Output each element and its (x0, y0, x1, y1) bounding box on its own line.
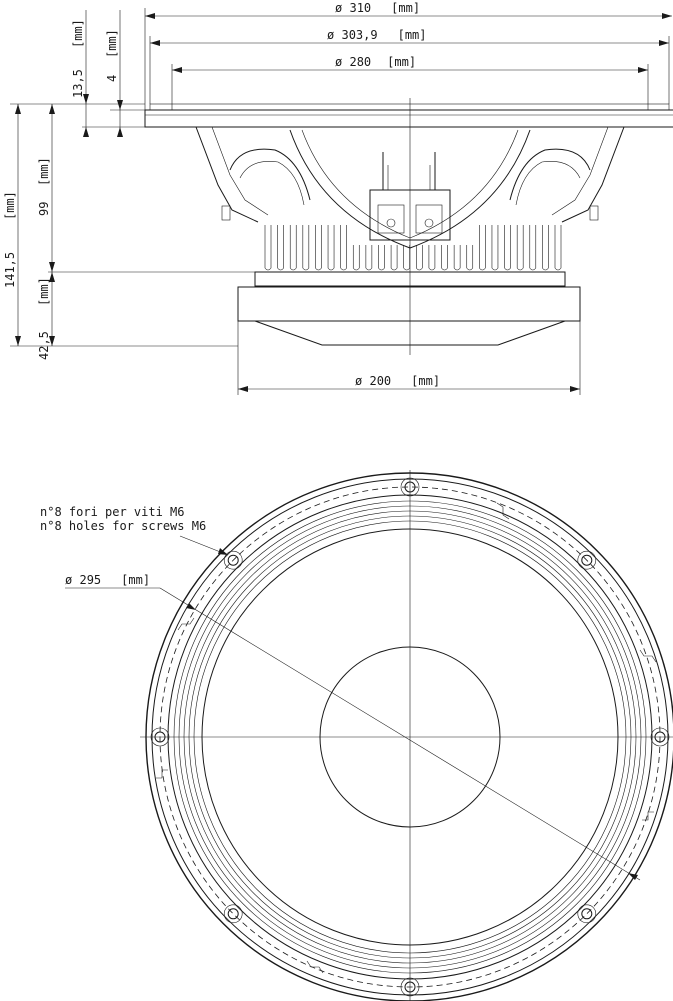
mounting-hole (227, 554, 239, 566)
basket-window-left-inner (239, 161, 305, 206)
cooling-fin (504, 225, 511, 271)
mounting-hole-boss (577, 904, 597, 924)
label-magnet-depth: 42,5 (37, 331, 51, 360)
mounting-hole-boss (400, 477, 420, 497)
cooling-fins (264, 225, 562, 271)
label-flange-thickness: 4 (105, 75, 119, 82)
label-basket-depth-unit: [mm] (37, 157, 51, 186)
mounting-hole-boss (577, 550, 597, 570)
label-flange-thickness-unit: [mm] (105, 29, 119, 58)
cooling-fin (340, 225, 347, 271)
cooling-fin (302, 225, 310, 271)
tab-left (221, 205, 231, 221)
cooling-fin (441, 245, 448, 271)
label-total-depth-unit: [mm] (3, 191, 17, 220)
label-flange-height: 13,5 (71, 69, 85, 98)
cooling-fin (466, 245, 474, 271)
notch-right-upper (639, 649, 657, 663)
mounting-hole-boss (150, 727, 170, 747)
flange-outline (144, 109, 673, 128)
gasket-outline (149, 103, 670, 111)
label-295: ø 295[mm] (65, 573, 150, 587)
front-view: n°8 fori per viti M6 n°8 holes for screw… (40, 470, 673, 1001)
magnet-top-plate (254, 271, 566, 287)
basket-window-right (509, 148, 591, 201)
mounting-hole (581, 554, 593, 566)
terminal-left-screw (386, 218, 396, 228)
cooling-fin (277, 225, 284, 271)
cooling-fin (289, 225, 297, 271)
mounting-holes (150, 477, 670, 997)
mounting-hole-boss (400, 977, 420, 997)
mounting-hole (654, 731, 666, 743)
cooling-fin (491, 225, 499, 271)
mounting-hole-boss (650, 727, 670, 747)
holes-note-italian: n°8 fori per viti M6 (40, 505, 185, 519)
dim-arrows-flange-height (83, 94, 89, 137)
label-basket-depth: 99 (37, 202, 51, 216)
terminal-right (415, 204, 443, 234)
basket-right-inner (551, 126, 609, 216)
terminal-block (369, 152, 451, 241)
notch-top-right (496, 502, 510, 520)
terminal-housing (369, 189, 451, 241)
basket-window-left (229, 148, 311, 201)
holes-note-arrow (218, 548, 228, 555)
dim-arrows-flange-thickness (117, 100, 123, 137)
cooling-fin (390, 245, 398, 271)
cooling-fin (479, 225, 486, 271)
notch-left-upper (177, 617, 195, 631)
basket-window-right-inner (515, 161, 581, 206)
cooling-fin (428, 245, 436, 271)
label-200: ø 200[mm] (355, 374, 440, 388)
label-flange-height-unit: [mm] (71, 19, 85, 48)
label-303-9: ø 303,9[mm] (327, 28, 427, 42)
mounting-hole (404, 981, 416, 993)
notch-left-lower (156, 769, 168, 779)
cooling-fin (365, 245, 373, 271)
d295-diameter-line (159, 587, 641, 881)
cooling-fin (352, 245, 360, 271)
cone-profile (289, 129, 531, 249)
label-total-depth: 141,5 (3, 252, 17, 288)
basket-left-outer (195, 126, 259, 223)
cooling-fin (416, 245, 423, 271)
cooling-fin (403, 245, 410, 271)
mounting-hole (154, 731, 166, 743)
mounting-hole (404, 481, 416, 493)
cooling-fin (542, 225, 549, 271)
side-view: ø 310[mm] ø 303,9[mm] ø 280[mm] ø 200[mm… (3, 1, 673, 395)
label-magnet-depth-unit: [mm] (37, 277, 51, 306)
cooling-fin (264, 225, 272, 271)
cooling-fin (453, 245, 461, 271)
holes-note-english: n°8 holes for screws M6 (40, 519, 206, 533)
magnet-body (237, 286, 581, 322)
terminal-right-screw (424, 218, 434, 228)
notch-right-lower (642, 811, 654, 821)
label-310: ø 310[mm] (335, 1, 420, 15)
cooling-fin (516, 225, 524, 271)
cone-profile-inner (301, 129, 519, 239)
cooling-fin (315, 225, 322, 271)
cooling-fin (378, 245, 385, 271)
mounting-hole-boss (223, 550, 243, 570)
mounting-hole-boss (223, 904, 243, 924)
cooling-fin (529, 225, 537, 271)
basket-left-inner (211, 126, 269, 216)
mounting-hole (227, 908, 239, 920)
notch-bottom-left (306, 960, 324, 974)
tab-right (589, 205, 599, 221)
label-280: ø 280[mm] (335, 55, 416, 69)
mounting-hole (581, 908, 593, 920)
cooling-fin (327, 225, 335, 271)
cooling-fin (554, 225, 562, 271)
terminal-left (377, 204, 405, 234)
basket-right-outer (561, 126, 625, 223)
